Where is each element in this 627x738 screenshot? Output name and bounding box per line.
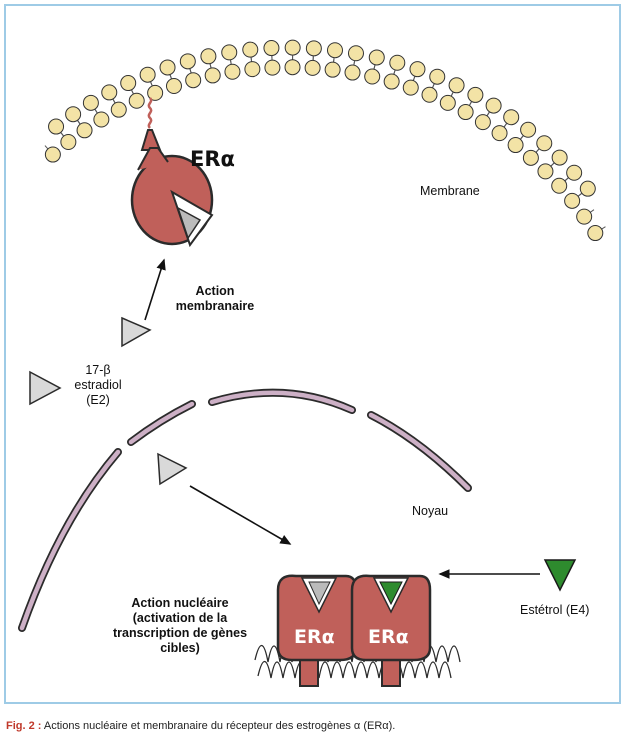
lipid-head [44, 146, 61, 163]
membrane-receptor-era [130, 97, 214, 248]
lipid-head [76, 122, 93, 139]
lipid-head [284, 39, 301, 56]
estradiol-label: 17-β estradiol (E2) [74, 363, 122, 407]
lipid-head [537, 163, 554, 180]
lipid-head [65, 106, 82, 123]
lipid-head [383, 73, 400, 90]
nuclear-receptor-dimer [276, 574, 432, 687]
lipid-head [305, 40, 322, 57]
lipid-head [179, 53, 196, 70]
nuclear-receptor-label-right: ERα [368, 626, 409, 648]
lipid-head [185, 72, 202, 89]
estradiol-triangle-nucleus [157, 452, 188, 486]
lipid-head [263, 40, 280, 57]
lipid-head [93, 111, 110, 128]
lipid-head [244, 61, 261, 78]
lipid-head [101, 84, 118, 101]
lipid-head [139, 66, 156, 83]
action-membranaire-label: Action membranaire [175, 284, 255, 313]
lipid-head [507, 137, 524, 154]
lipid-head [364, 68, 381, 85]
figure-caption-text: Actions nucléaire et membranaire du réce… [43, 720, 396, 732]
lipid-head [522, 149, 539, 166]
estetrol-triangle [543, 559, 577, 592]
lipid-head [576, 208, 593, 225]
lipid-head [439, 94, 456, 111]
lipid-head [587, 225, 604, 242]
lipid-head [368, 49, 385, 66]
lipid-head [520, 121, 537, 138]
lipid-head [474, 114, 491, 131]
lipid-head [402, 79, 419, 96]
lipid-head [242, 41, 259, 58]
lipid-head [204, 67, 221, 84]
lipid-head [48, 118, 65, 135]
lipid-head [503, 109, 520, 126]
lipid-head [304, 59, 321, 76]
lipid-head [60, 133, 77, 150]
lipid-head [551, 177, 568, 194]
lipid-head [147, 84, 164, 101]
nuclear-envelope-fill [19, 390, 471, 631]
lipid-head [128, 92, 145, 109]
noyau-label: Noyau [412, 504, 449, 518]
lipid-head [389, 54, 406, 71]
lipid-head [224, 63, 241, 80]
lipid-head [221, 44, 238, 61]
lipid-head [421, 86, 438, 103]
lipid-head [82, 94, 99, 111]
figure-number: Fig. 2 : [6, 720, 42, 732]
lipid-head [200, 48, 217, 65]
lipid-head [536, 135, 553, 152]
lipid-head [347, 45, 364, 62]
lipid-head [448, 77, 465, 94]
lipid-head [409, 61, 426, 78]
lipid-head [120, 75, 137, 92]
estradiol-triangle-membrane [121, 316, 152, 348]
lipid-head [264, 59, 281, 76]
membrane-label: Membrane [420, 184, 480, 198]
lipid-head [485, 97, 502, 114]
lipid-head [326, 42, 343, 59]
nuclear-receptor-label-left: ERα [294, 626, 335, 648]
lipid-head [566, 164, 583, 181]
lipid-bilayer-membrane [44, 39, 606, 242]
estradiol-triangle-left [29, 370, 62, 406]
lipid-head [429, 68, 446, 85]
lipid-head [551, 149, 568, 166]
arrow-to-membrane-receptor [144, 258, 166, 321]
estetrol-label: Estétrol (E4) [520, 603, 590, 617]
lipid-head [110, 101, 127, 118]
membrane-receptor-label: ERα [190, 147, 235, 171]
lipid-head [579, 180, 596, 197]
lipid-head [564, 192, 581, 209]
action-nucleaire-label: Action nucléaire (activation de la trans… [112, 596, 248, 655]
lipid-head [284, 59, 301, 76]
lipid-head [165, 78, 182, 95]
lipid-head [159, 59, 176, 76]
lipid-head [324, 61, 341, 78]
lipid-head [467, 86, 484, 103]
lipid-head [344, 64, 361, 81]
figure-caption: Fig. 2 : Actions nucléaire et membranair… [6, 720, 395, 732]
arrow-to-nuclear-receptor [189, 485, 292, 545]
lipid-head [457, 104, 474, 121]
lipid-head [491, 125, 508, 142]
